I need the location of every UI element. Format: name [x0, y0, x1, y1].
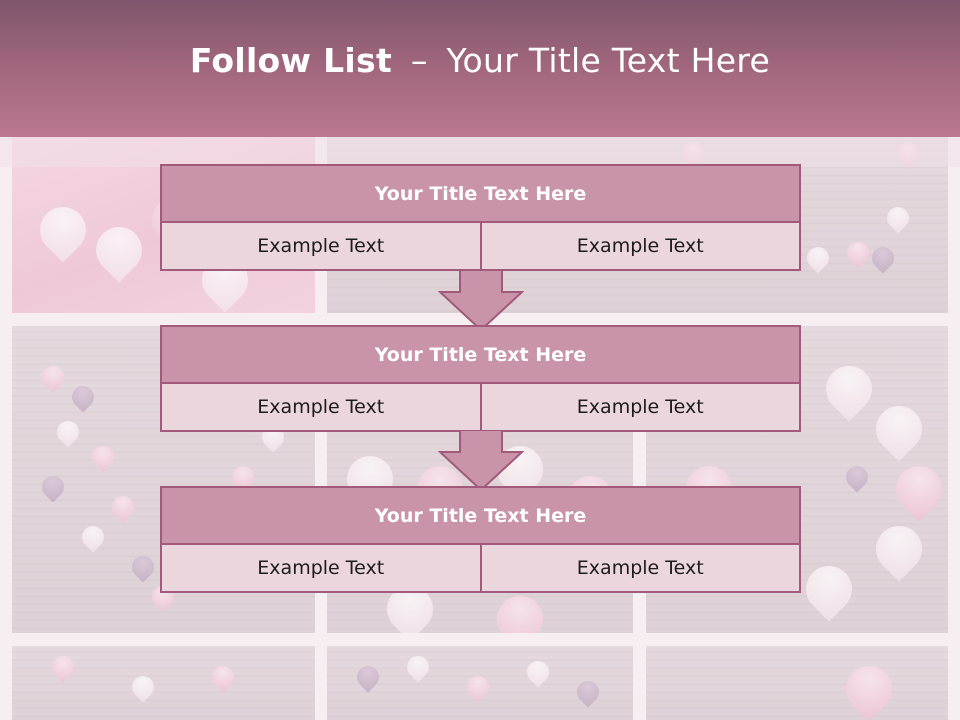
block-cell-left: Example Text [257, 235, 385, 257]
follow-block-3: Your Title Text Here Example Text Exampl… [160, 486, 801, 593]
block-row: Example Text Example Text [162, 223, 799, 269]
down-arrow-icon [438, 270, 524, 332]
title-bold: Follow List [189, 41, 393, 80]
slide-title: Follow List – Your Title Text Here [190, 41, 770, 80]
slide-header: Follow List – Your Title Text Here [0, 0, 960, 137]
photo-pink-cake [646, 646, 948, 720]
photo-sprinkles-bottom [327, 646, 633, 720]
block-cell-right: Example Text [479, 223, 800, 269]
follow-block-2: Your Title Text Here Example Text Exampl… [160, 325, 801, 432]
block-row: Example Text Example Text [162, 545, 799, 591]
block-cell-left: Example Text [257, 396, 385, 418]
block-title: Your Title Text Here [162, 166, 799, 223]
block-title: Your Title Text Here [162, 327, 799, 384]
block-row: Example Text Example Text [162, 384, 799, 430]
block-cell-left: Example Text [257, 557, 385, 579]
title-dash: – [410, 41, 428, 80]
follow-block-1: Your Title Text Here Example Text Exampl… [160, 164, 801, 271]
block-cell-right: Example Text [479, 384, 800, 430]
down-arrow-icon [438, 430, 524, 492]
block-cell-right: Example Text [479, 545, 800, 591]
header-translucent-strip [0, 137, 960, 167]
title-rest: Your Title Text Here [446, 41, 771, 80]
photo-wood-bottom-left [12, 646, 315, 720]
block-title: Your Title Text Here [162, 488, 799, 545]
